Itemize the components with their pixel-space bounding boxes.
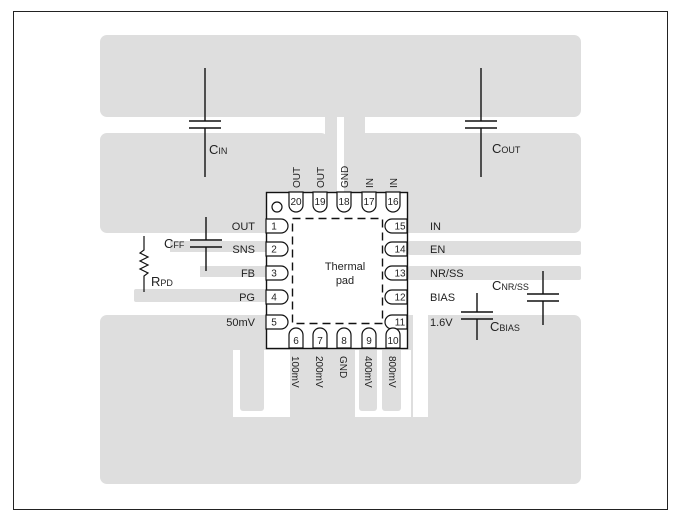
pin-pad-right bbox=[384, 218, 408, 234]
pin-label: OUT bbox=[232, 221, 256, 233]
pin-number: 18 bbox=[338, 197, 350, 208]
pin-label: SNS bbox=[232, 244, 255, 256]
pin-label: OUT bbox=[316, 167, 327, 188]
copper-in-neck bbox=[355, 112, 365, 202]
pin-label: IN bbox=[365, 178, 376, 188]
copper-fb-trace bbox=[200, 266, 266, 277]
pin-label: GND bbox=[337, 356, 348, 378]
pin-number: 16 bbox=[387, 197, 399, 208]
cbias-capacitor bbox=[461, 293, 493, 340]
copper-out-neck bbox=[325, 112, 337, 202]
pin-pad-left bbox=[265, 314, 289, 330]
pin-pad-bottom bbox=[385, 327, 401, 349]
pin-label: IN bbox=[389, 178, 400, 188]
pin-number: 12 bbox=[394, 293, 406, 304]
cout-capacitor bbox=[465, 68, 497, 177]
pin-number: 10 bbox=[387, 336, 399, 347]
pin-label: 1.6V bbox=[430, 317, 453, 329]
pin-number: 15 bbox=[394, 222, 406, 233]
pin-number: 1 bbox=[271, 222, 277, 233]
pin-pad-top bbox=[361, 191, 377, 213]
pin-label: PG bbox=[239, 292, 255, 304]
copper-pg-trace bbox=[134, 289, 266, 302]
pin-number: 13 bbox=[394, 269, 406, 280]
thermal-pad-outline bbox=[291, 217, 384, 325]
cutout-right-edge bbox=[413, 315, 428, 417]
ic-pins: 1 OUT 2 SNS 3 FB 4 PG 5 50mV 15 IN 14 EN 13 NR/SS 12 BIAS… bbox=[226, 166, 463, 388]
cff-label: CFF bbox=[164, 236, 185, 251]
trace-pin9 bbox=[359, 338, 377, 411]
pin-pad-right bbox=[384, 241, 408, 257]
pin-number: 4 bbox=[271, 293, 277, 304]
pin-pad-top bbox=[336, 191, 352, 213]
pin-label: 50mV bbox=[226, 317, 255, 329]
pin-number: 2 bbox=[271, 245, 277, 256]
trace-bottom-right bbox=[432, 338, 456, 411]
pin-label: OUT bbox=[292, 167, 303, 188]
pin-pad-top bbox=[385, 191, 401, 213]
pin-label: FB bbox=[241, 268, 255, 280]
rpd-resistor bbox=[138, 236, 150, 292]
cnrss-capacitor bbox=[527, 271, 559, 325]
pin-pad-left bbox=[265, 241, 289, 257]
copper-nrss-trace bbox=[408, 266, 581, 280]
pin-label: 100mV bbox=[289, 356, 300, 388]
pin-number: 20 bbox=[290, 197, 302, 208]
pin-pad-left bbox=[265, 265, 289, 281]
copper-bottom-plane bbox=[100, 315, 581, 484]
pin-number: 19 bbox=[314, 197, 326, 208]
pin-pad-bottom bbox=[361, 327, 377, 349]
pin-pad-bottom bbox=[312, 327, 328, 349]
pin-label: NR/SS bbox=[430, 268, 464, 280]
pin-number: 9 bbox=[366, 336, 372, 347]
trace-bottom-left bbox=[240, 338, 264, 411]
pin-label: EN bbox=[430, 244, 445, 256]
copper-in-plane bbox=[355, 133, 581, 233]
pin-pad-left bbox=[265, 218, 289, 234]
cbias-label: CBIAS bbox=[490, 319, 520, 334]
pin-label: 200mV bbox=[313, 356, 324, 388]
pin-label: IN bbox=[430, 221, 441, 233]
pin-number: 8 bbox=[341, 336, 347, 347]
cout-label: COUT bbox=[492, 141, 521, 156]
thermal-pad-line-2: pad bbox=[336, 275, 354, 287]
bottom-traces bbox=[240, 338, 456, 411]
pin-pad-right bbox=[384, 289, 408, 305]
pin-pad-top bbox=[312, 191, 328, 213]
diagram-border bbox=[13, 11, 668, 510]
cin-label: CIN bbox=[209, 142, 227, 157]
pin-number: 3 bbox=[271, 269, 277, 280]
thermal-pad-line-1: Thermal bbox=[325, 261, 365, 273]
cff-capacitor bbox=[190, 217, 222, 271]
pin-number: 6 bbox=[293, 336, 299, 347]
copper-top-strip bbox=[100, 35, 581, 117]
copper-en-trace bbox=[408, 241, 581, 255]
pin-pad-left bbox=[265, 289, 289, 305]
pin-pad-bottom bbox=[336, 327, 352, 349]
pin-number: 17 bbox=[363, 197, 375, 208]
pin-label: GND bbox=[340, 166, 351, 188]
cin-capacitor bbox=[189, 68, 221, 177]
pin-number: 11 bbox=[395, 318, 406, 329]
pin1-marker bbox=[271, 201, 283, 213]
trace-pin10 bbox=[382, 338, 401, 411]
pin-number: 5 bbox=[271, 318, 277, 329]
pin-pad-top bbox=[288, 191, 304, 213]
pin-pad-right bbox=[384, 265, 408, 281]
rpd-label: RPD bbox=[151, 274, 173, 289]
pin-number: 7 bbox=[317, 336, 323, 347]
copper-gnd-neck bbox=[344, 112, 356, 202]
cnrss-label: CNR/SS bbox=[492, 278, 529, 293]
pin-label: 400mV bbox=[362, 356, 373, 388]
pin-label: BIAS bbox=[430, 292, 455, 304]
pin-pad-bottom bbox=[288, 327, 304, 349]
pin-label: 800mV bbox=[386, 356, 397, 388]
pin-number: 14 bbox=[394, 245, 406, 256]
